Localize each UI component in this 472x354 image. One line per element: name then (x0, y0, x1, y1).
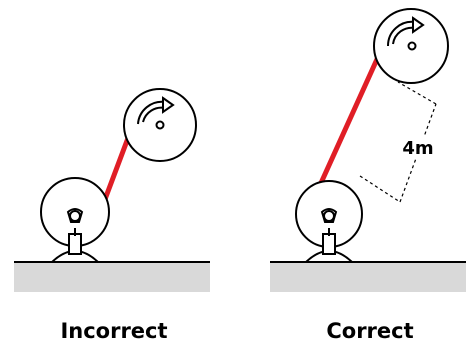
pulley-axle-icon (66, 208, 84, 223)
incorrect-panel (14, 88, 210, 292)
correct-panel: 4m (270, 8, 466, 292)
caption-correct: Correct (326, 319, 414, 343)
ground-right (270, 262, 466, 292)
distance-dimension: 4m (359, 81, 437, 203)
distance-label: 4m (402, 138, 433, 159)
rotation-arrow-icon (137, 96, 175, 125)
pulley-hub-left (155, 120, 165, 130)
pulley-hub-right (407, 41, 417, 51)
pulley-axle-icon (320, 208, 338, 223)
ground-left (14, 262, 210, 292)
caption-incorrect: Incorrect (60, 319, 168, 343)
stand-post-right (322, 233, 336, 255)
belt-right (318, 55, 381, 185)
rotation-arrow-icon (386, 16, 425, 47)
stand-post-left (68, 233, 82, 255)
belt-left (101, 137, 131, 203)
